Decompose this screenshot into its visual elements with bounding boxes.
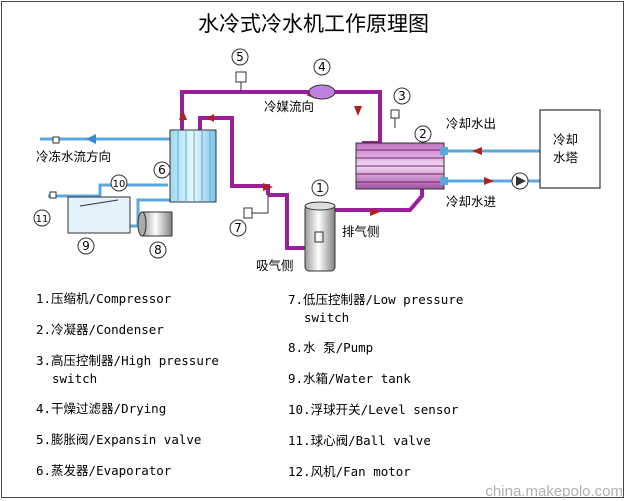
watermark: china.makepolo.com	[485, 483, 623, 500]
label-cooling-water-in: 冷却水进	[446, 194, 497, 209]
water-tank	[67, 196, 131, 234]
high-pressure-switch	[390, 109, 400, 128]
marker-5	[231, 48, 249, 66]
arrow-suction	[263, 183, 273, 191]
marker-9	[77, 237, 95, 255]
pipe-chilled-return	[48, 183, 168, 198]
low-pressure-switch	[243, 195, 269, 219]
cooling-tower-box	[539, 109, 601, 189]
marker-2	[414, 125, 432, 143]
marker-1-text: 1	[316, 181, 324, 195]
marker-6-text: 6	[158, 163, 166, 177]
expansion-valve	[235, 71, 247, 92]
legend-item: 7.低压控制器/Low pressure	[288, 292, 464, 307]
legend-item: 11.球心阀/Ball valve	[288, 433, 431, 448]
arrow-evap-out	[206, 114, 214, 122]
marker-4	[313, 58, 331, 76]
legend-item: 6.蒸发器/Evaporator	[36, 463, 172, 478]
marker-8	[149, 241, 167, 259]
legend-item-sub: switch	[52, 371, 98, 386]
pipe-suction	[268, 193, 305, 250]
marker-11-text: 11	[36, 214, 49, 225]
arrow-cw-out	[472, 147, 482, 155]
legend-item: 1.压缩机/Compressor	[36, 291, 172, 306]
arrow-discharge	[370, 208, 380, 216]
pipe-pump-line	[128, 198, 170, 228]
marker-8-text: 8	[154, 243, 162, 257]
marker-10	[110, 174, 128, 192]
label-chilled-water-flow: 冷冻水流方向	[36, 149, 111, 164]
label-cooling-water-out: 冷却水出	[446, 116, 496, 131]
label-cooling-tower-1: 冷却	[553, 132, 578, 147]
marker-9-text: 9	[82, 239, 90, 253]
label-cooling-tower-2: 水塔	[553, 150, 579, 165]
marker-7	[229, 219, 247, 237]
marker-5-text: 5	[236, 50, 244, 64]
marker-3-text: 3	[398, 89, 406, 103]
legend-left: 1.压缩机/Compressor 2.冷凝器/Condenser 3.高压控制器…	[36, 290, 219, 480]
compressor	[304, 201, 336, 272]
drying-filter	[308, 84, 336, 100]
arrow-right-top	[354, 106, 362, 116]
legend-item: 8.水 泵/Pump	[288, 340, 374, 355]
marker-10-text: 10	[113, 179, 126, 190]
marker-1	[311, 179, 329, 197]
ball-valve	[49, 136, 60, 199]
condenser	[355, 142, 448, 190]
marker-4-text: 4	[318, 60, 326, 74]
label-refrigerant-flow: 冷媒流向	[264, 99, 314, 114]
legend-item: 3.高压控制器/High pressure	[36, 353, 219, 368]
legend-item: 5.膨胀阀/Expansin valve	[36, 432, 202, 447]
pump	[137, 211, 173, 237]
number-markers	[33, 48, 432, 259]
marker-3	[393, 87, 411, 105]
legend-item-sub: switch	[304, 310, 350, 325]
marker-11	[33, 209, 51, 227]
label-suction-side: 吸气侧	[256, 258, 294, 273]
arrow-left-up	[179, 110, 187, 120]
legend-item: 12.风机/Fan motor	[288, 464, 411, 479]
arrow-cw-in	[484, 177, 494, 185]
marker-6	[153, 161, 171, 179]
legend-item: 10.浮球开关/Level sensor	[288, 402, 459, 417]
marker-2-text: 2	[419, 127, 427, 141]
legend-right: 7.低压控制器/Low pressure switch 8.水 泵/Pump 9…	[288, 291, 463, 481]
number-marker-text: 1 2 3 4 5 6 7 8 9 10 11	[36, 50, 427, 257]
legend-item: 4.干燥过滤器/Drying	[36, 401, 167, 416]
marker-7-text: 7	[234, 221, 242, 235]
label-discharge-side: 排气侧	[342, 224, 380, 239]
diagram-title: 水冷式冷水机工作原理图	[198, 12, 429, 36]
legend-item: 2.冷凝器/Condenser	[36, 322, 164, 337]
arrow-chilled-out	[86, 134, 96, 144]
evaporator	[169, 129, 217, 203]
legend-item: 9.水箱/Water tank	[288, 371, 411, 386]
